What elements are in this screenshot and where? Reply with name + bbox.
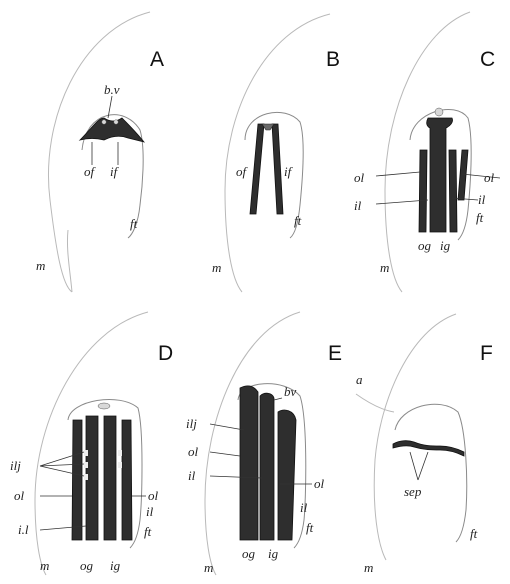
panel-c-lamina-right-extra (458, 150, 468, 200)
panel-e-label-bv: bv (284, 384, 297, 399)
panel-c-label-ig: ig (440, 238, 451, 253)
panel-e-label-ft: ft (306, 520, 314, 535)
panel-d-vessel (98, 403, 110, 409)
panel-d-junction-3 (84, 474, 88, 480)
panel-a-label-if: if (110, 164, 120, 179)
panel-a-label-of: of (84, 164, 97, 179)
panel-e-label-il-left: il (188, 468, 196, 483)
panel-e-label-ol-right: ol (314, 476, 325, 491)
panel-d-label-ilj: ilj (10, 458, 21, 473)
panel-c-label-ft: ft (476, 210, 484, 225)
panel-b-label-ft: ft (294, 213, 302, 228)
panel-f-septum (393, 441, 464, 456)
panel-f-sep-leader-2 (418, 452, 428, 480)
panel-f-label-ft: ft (470, 526, 478, 541)
panel-c-outer-lamina-left (419, 150, 427, 232)
panel-a-letter: A (150, 48, 164, 71)
panel-a-label-m: m (36, 258, 45, 273)
panel-e: E bv ilj ol il ol il ft og ig m (186, 312, 342, 575)
panel-f-label-sep: sep (404, 484, 422, 499)
panel-d-label-og: og (80, 558, 94, 573)
panel-b-label-m: m (212, 260, 221, 275)
panel-c-label-m: m (380, 260, 389, 275)
panel-a-dark-tissue (80, 118, 144, 142)
panel-a-outer-contour (48, 12, 150, 292)
panel-a-outer-contour-tail (67, 230, 72, 292)
panel-a: A b.v of if ft m (36, 12, 164, 292)
panel-b-outer-fold (250, 124, 264, 214)
panel-d-label-ft: ft (144, 524, 152, 539)
panel-b-label-of: of (236, 164, 249, 179)
panel-c-label-il-right: il (478, 192, 486, 207)
panel-d-label-m: m (40, 558, 49, 573)
panel-d-label-il-left: i.l (18, 522, 29, 537)
panel-d-label-ol-left: ol (14, 488, 25, 503)
panel-b: B of if ft m (212, 14, 340, 292)
panel-d-label-ig: ig (110, 558, 121, 573)
panel-e-label-il-right: il (300, 500, 308, 515)
panel-c-vessel (435, 108, 443, 116)
panel-c-central-block (427, 118, 453, 232)
panel-d: D ilj ol i.l ol il ft og ig m (10, 312, 173, 575)
panel-e-central-block (260, 393, 274, 540)
panel-e-outer-block-right (278, 410, 296, 540)
panel-e-label-ilj: ilj (186, 416, 197, 431)
panel-f-sep-leader-1 (410, 452, 418, 480)
panel-e-label-og: og (242, 546, 256, 561)
panel-e-label-ig: ig (268, 546, 279, 561)
panel-f-label-m: m (364, 560, 373, 575)
panel-c-label-il-left: il (354, 198, 362, 213)
panel-f-label-a: a (356, 372, 363, 387)
panel-c-ol-left-leader (376, 172, 420, 176)
panel-b-inner-fold (272, 124, 283, 214)
panel-c-label-ol-right: ol (484, 170, 495, 185)
panel-e-label-ol-left: ol (188, 444, 199, 459)
panel-e-ol-left-leader (210, 452, 240, 456)
panel-d-outer-lamina-left (72, 420, 82, 540)
panel-c: C ol il ol il ft og ig m (354, 12, 500, 292)
panel-f-outer-contour (374, 314, 456, 560)
panel-b-letter: B (326, 48, 340, 71)
panel-d-junction-2 (84, 462, 88, 468)
panel-c-letter: C (480, 48, 495, 71)
panel-d-letter: D (158, 342, 173, 365)
panel-d-outer-lamina-right (122, 420, 132, 540)
panel-d-junction-4 (118, 450, 122, 456)
panel-f-inner-contour (395, 404, 467, 542)
panel-a-label-ft: ft (130, 216, 138, 231)
panel-a-label-bv: b.v (104, 82, 120, 97)
panel-d-junction-5 (118, 462, 122, 468)
panel-c-label-ol-left: ol (354, 170, 365, 185)
panel-e-outer-block-left (240, 386, 258, 540)
panel-e-ilj-leader (210, 424, 244, 430)
panel-d-label-ol-right: ol (148, 488, 159, 503)
panel-e-bv-leader (274, 398, 282, 400)
panel-c-outer-lamina-right (449, 150, 457, 232)
panel-c-ol-right-leader (462, 174, 500, 178)
panel-e-label-m: m (204, 560, 213, 575)
panel-f: F a sep ft m (356, 314, 493, 575)
panel-e-letter: E (328, 342, 342, 365)
panel-f-letter: F (480, 342, 493, 365)
panel-a-vessel-left (102, 120, 106, 124)
panel-d-label-il-right: il (146, 504, 154, 519)
panel-c-label-og: og (418, 238, 432, 253)
panel-a-vessel-right (114, 120, 118, 124)
panel-d-junction-1 (84, 450, 88, 456)
panel-b-label-if: if (284, 164, 294, 179)
panel-d-inner-lamina-right (104, 416, 116, 540)
